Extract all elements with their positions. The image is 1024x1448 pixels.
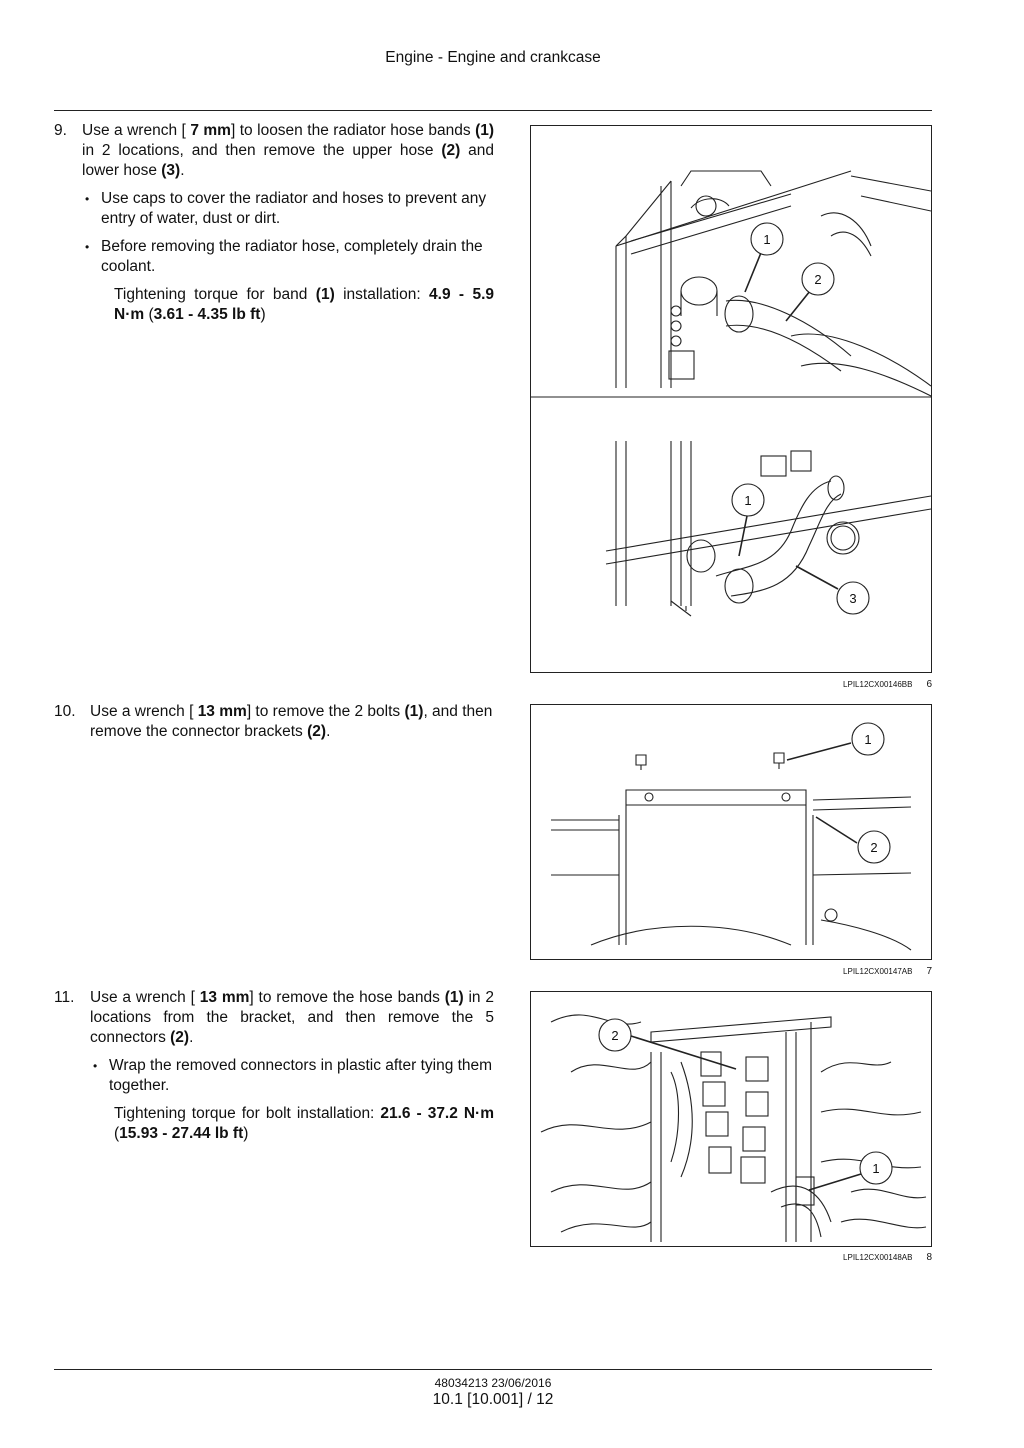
step-notes: Use caps to cover the radiator and hoses…	[82, 189, 494, 277]
callout-2: 2	[801, 262, 835, 296]
figure-id: LPIL12CX00148AB	[843, 1253, 913, 1262]
svg-text:1: 1	[864, 732, 871, 747]
figure-radiator-hoses: 1 2 1 3	[530, 125, 932, 673]
step-instruction: Use a wrench [ 7 mm] to loosen the radia…	[82, 122, 495, 179]
footer-divider	[54, 1369, 932, 1370]
step-9: 9. Use a wrench [ 7 mm] to loosen the ra…	[54, 121, 494, 325]
figure-id: LPIL12CX00146BB	[843, 680, 913, 689]
step-number: 9.	[54, 122, 67, 139]
svg-text:2: 2	[611, 1028, 618, 1043]
figure-caption: LPIL12CX00148AB 8	[530, 1252, 932, 1263]
callout-1: 1	[851, 722, 885, 756]
step-11: 11. Use a wrench [ 13 mm] to remove the …	[54, 988, 494, 1144]
figure-caption: LPIL12CX00146BB 6	[530, 679, 932, 690]
step-number: 11.	[54, 989, 75, 1006]
footer-page-number: 10.1 [10.001] / 12	[432, 1391, 554, 1408]
svg-text:1: 1	[744, 493, 751, 508]
step-10: 10. Use a wrench [ 13 mm] to remove the …	[54, 702, 494, 742]
note-bullet: Before removing the radiator hose, compl…	[82, 237, 494, 277]
callout-2: 2	[857, 830, 891, 864]
callout-1: 1	[750, 222, 784, 256]
svg-text:2: 2	[814, 272, 821, 287]
figure-number: 8	[926, 1252, 932, 1263]
figure-caption: LPIL12CX00147AB 7	[530, 966, 932, 977]
svg-text:1: 1	[872, 1161, 879, 1176]
svg-text:1: 1	[763, 232, 770, 247]
svg-text:2: 2	[870, 840, 877, 855]
header-divider	[54, 110, 932, 111]
page-header-title: Engine - Engine and crankcase	[385, 49, 601, 66]
svg-text:3: 3	[849, 591, 856, 606]
callout-1: 1	[859, 1151, 893, 1185]
step-notes: Wrap the removed connectors in plastic a…	[90, 1056, 494, 1096]
callout-2: 2	[598, 1018, 632, 1052]
torque-spec: Tightening torque for bolt installation:…	[114, 1105, 494, 1142]
step-instruction: Use a wrench [ 13 mm] to remove the hose…	[90, 989, 494, 1046]
step-instruction: Use a wrench [ 13 mm] to remove the 2 bo…	[90, 703, 493, 740]
figure-number: 6	[926, 679, 932, 690]
torque-spec: Tightening torque for band (1) installat…	[114, 286, 494, 323]
footer-doc-ref: 48034213 23/06/2016	[434, 1376, 552, 1390]
figure-number: 7	[926, 966, 932, 977]
figure-connector-bracket: 1 2	[530, 704, 932, 960]
callout-1: 1	[731, 483, 765, 517]
figure-id: LPIL12CX00147AB	[843, 967, 913, 976]
note-bullet: Use caps to cover the radiator and hoses…	[82, 189, 494, 229]
step-number: 10.	[54, 703, 76, 720]
note-bullet: Wrap the removed connectors in plastic a…	[90, 1056, 494, 1096]
figure-connectors: 2 1	[530, 991, 932, 1247]
callout-3: 3	[836, 581, 870, 615]
